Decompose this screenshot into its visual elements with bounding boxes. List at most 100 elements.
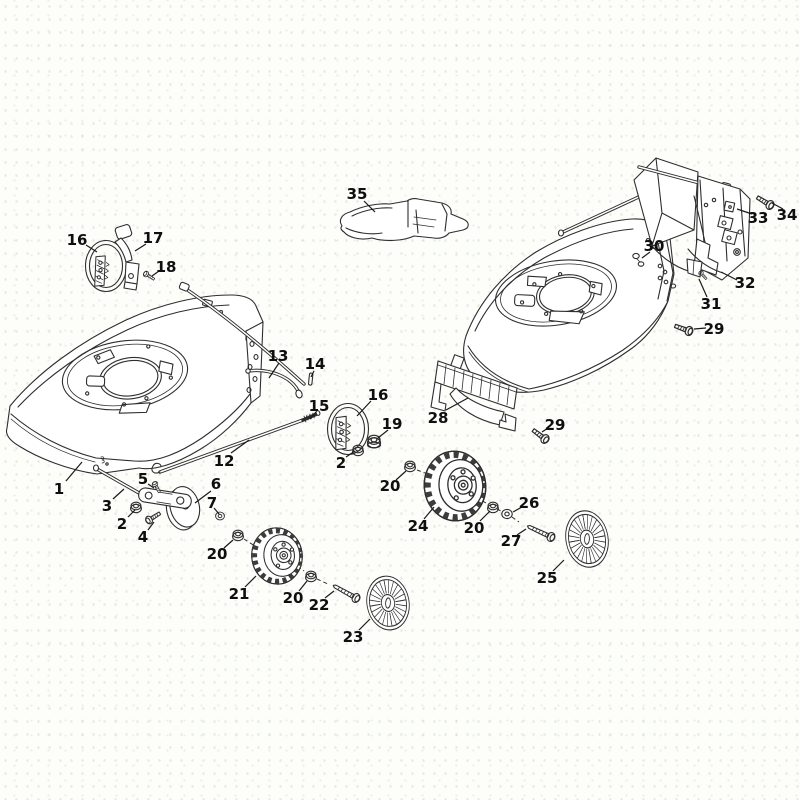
part-label-1: 1 [54, 480, 64, 498]
part-label-12: 12 [214, 452, 235, 470]
part-label-7: 7 [207, 494, 217, 512]
part-label-26: 26 [519, 494, 540, 512]
part-label-31: 31 [701, 295, 722, 313]
leader-line-20-28 [223, 539, 234, 549]
leader-line-20-20 [479, 510, 491, 522]
part-label-35: 35 [347, 185, 368, 203]
part-label-25: 25 [537, 569, 558, 587]
leader-line-12-7 [230, 439, 250, 454]
leader-line-6-5 [194, 490, 212, 504]
part-label-20: 20 [283, 589, 304, 607]
adjuster-cam-center [333, 415, 352, 452]
part-label-24: 24 [408, 517, 429, 535]
leader-line-21-27 [244, 575, 257, 588]
leader-line-1-0 [65, 461, 83, 482]
part-label-3: 3 [102, 497, 112, 515]
adjuster-lever-17 [114, 224, 140, 291]
adjuster-cam-left [92, 254, 111, 288]
part-label-2: 2 [336, 454, 346, 472]
right-deck-side-holes [645, 237, 677, 289]
part-label-28: 28 [428, 409, 449, 427]
part-label-23: 23 [343, 628, 364, 646]
part-label-20: 20 [207, 545, 228, 563]
leader-line-25-23 [552, 559, 565, 572]
leader-line-24-19 [423, 506, 435, 520]
leader-line-33-35 [736, 208, 753, 215]
part-label-2: 2 [117, 515, 127, 533]
deflector-35 [339, 198, 469, 241]
nut-20-c [404, 460, 416, 473]
part-label-29: 29 [704, 320, 725, 338]
leader-line-27-22 [516, 528, 527, 536]
leader-line-31-33 [698, 278, 708, 298]
hubcap-23 [363, 573, 414, 633]
leader-line-15-10 [309, 411, 317, 420]
latch-33 [723, 200, 736, 213]
leader-line-7-6 [213, 507, 220, 515]
part-label-4: 4 [138, 528, 148, 546]
wheel-21 [249, 525, 305, 586]
part-label-5: 5 [138, 470, 148, 488]
left-deck-blade-opening [61, 339, 189, 414]
leader-line-2-17 [345, 450, 356, 458]
leader-line-29-30 [541, 427, 549, 433]
part-label-16: 16 [67, 231, 88, 249]
front-axle-linkage [92, 464, 225, 531]
leader-line-17-12 [134, 243, 147, 252]
part-label-32: 32 [735, 274, 756, 292]
part-label-20: 20 [380, 477, 401, 495]
leader-line-28-29 [445, 397, 469, 411]
part-label-29: 29 [545, 416, 566, 434]
washer-7 [215, 511, 225, 521]
handle-tube-drawing [178, 281, 306, 386]
part-label-15: 15 [309, 397, 330, 415]
rear-guard-28 [430, 360, 518, 432]
right-deck-housing-drawing [449, 173, 688, 393]
part-label-13: 13 [268, 347, 289, 365]
leader-line-20-18 [395, 470, 407, 481]
washer-26 [501, 508, 513, 520]
part-label-34: 34 [777, 206, 798, 224]
leader-line-19-16 [377, 429, 389, 439]
leader-line-16-15 [356, 400, 372, 417]
leader-line-2-2 [127, 509, 136, 518]
leader-line-34-36 [771, 202, 784, 210]
left-height-adjuster [84, 224, 157, 293]
right-deck-blade-opening [494, 259, 618, 327]
deck-clip-detail [100, 456, 105, 464]
part-label-17: 17 [143, 229, 164, 247]
bolt-29-right [672, 320, 695, 338]
part-label-21: 21 [229, 585, 250, 603]
nut-2-center [352, 444, 364, 457]
left-deck-side-holes [246, 341, 259, 393]
leader-line-22-25 [324, 590, 335, 599]
part-label-33: 33 [748, 209, 769, 227]
leader-line-20-26 [298, 580, 308, 592]
nut-20-b [305, 570, 317, 583]
leader-line-29-31 [693, 327, 707, 330]
part-label-22: 22 [309, 596, 330, 614]
part-label-16: 16 [368, 386, 389, 404]
nut-20-a [232, 529, 244, 542]
leader-line-18-13 [151, 270, 160, 277]
part-label-20: 20 [464, 519, 485, 537]
part-label-19: 19 [382, 415, 403, 433]
part-label-30: 30 [644, 237, 665, 255]
left-deck-housing-drawing [5, 294, 264, 475]
wheel-24 [421, 448, 489, 524]
clip-31 [686, 258, 709, 282]
center-height-adjuster [326, 402, 382, 457]
leader-line-13-8 [268, 362, 280, 379]
leader-line-26-21 [512, 506, 523, 513]
leader-line-23-24 [358, 618, 371, 631]
leader-line-5-4 [147, 483, 155, 489]
leader-line-16-11 [85, 244, 98, 253]
screw-18 [141, 269, 157, 283]
leader-line-3-1 [112, 488, 125, 500]
adjuster-bracket [138, 487, 192, 509]
nut-2-left [130, 501, 142, 514]
leader-line-32-34 [720, 271, 738, 281]
